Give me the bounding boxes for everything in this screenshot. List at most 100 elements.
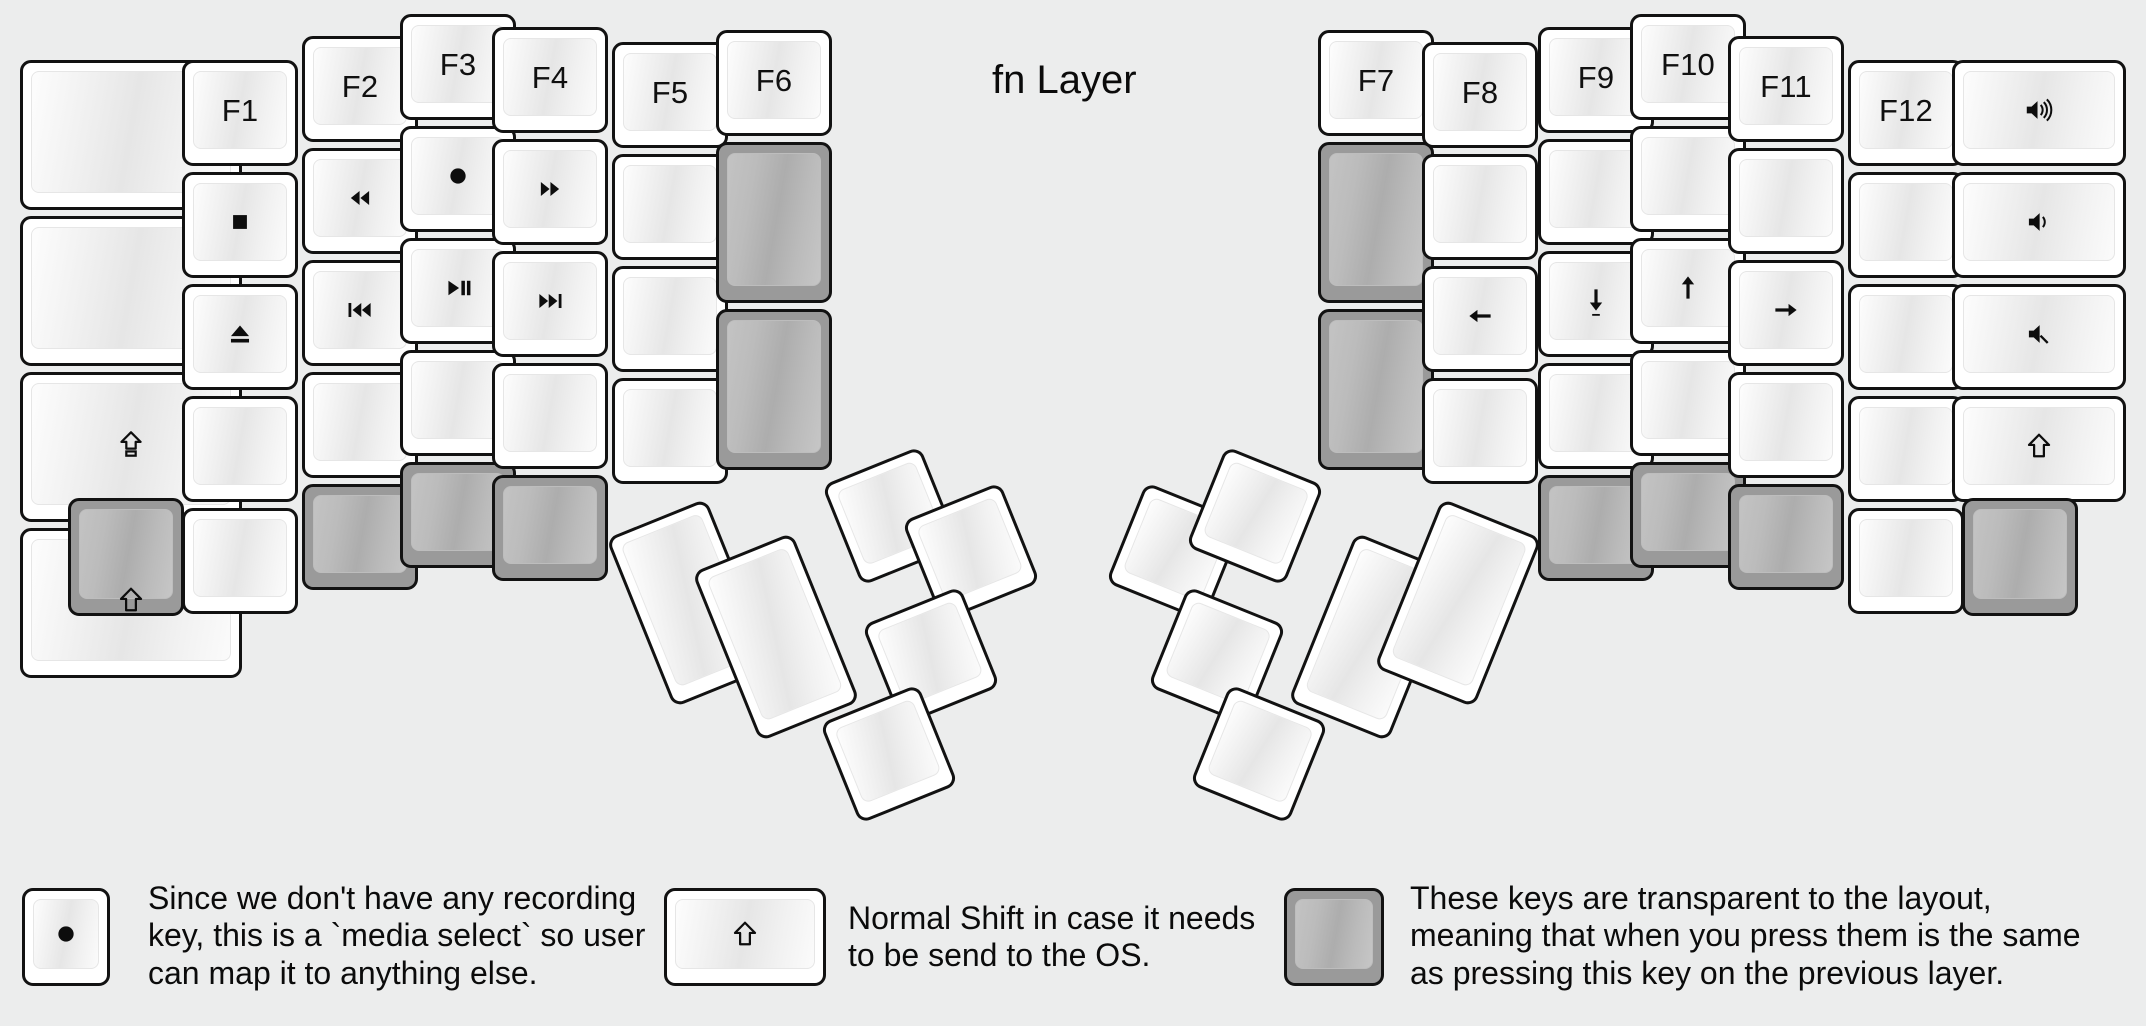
key-f4[interactable]: F4: [492, 27, 608, 133]
key-f12[interactable]: F12: [1848, 60, 1964, 166]
key-blank-col-f4-3[interactable]: [492, 363, 608, 469]
shift-arrow-icon: [667, 891, 823, 983]
key-arrow-left[interactable]: [1422, 266, 1538, 372]
key-blank-col-f5-2[interactable]: [612, 266, 728, 372]
key-legend-text: [185, 511, 295, 611]
key-legend-text: [1851, 287, 1961, 387]
key-legend-text: [1633, 465, 1743, 565]
key-transparent-col-f4-4[interactable]: [492, 475, 608, 581]
key-legend-text: [1633, 129, 1743, 229]
key-blank-col-f10-1[interactable]: [1630, 126, 1746, 232]
key-blank-col-f2-3[interactable]: [302, 372, 418, 478]
key-next-track[interactable]: [492, 251, 608, 357]
key-arrow-up[interactable]: [1630, 238, 1746, 344]
key-blank-col-f1-3[interactable]: [182, 396, 298, 502]
key-shift-arrow[interactable]: [1952, 396, 2126, 502]
key-eject[interactable]: [182, 284, 298, 390]
key-blank-col-f1-4[interactable]: [182, 508, 298, 614]
legend-note-text-3: These keys are transparent to the layout…: [1410, 880, 2081, 991]
key-legend-text: F7: [1357, 62, 1395, 98]
key-transparent-col-f7-2[interactable]: [1318, 309, 1434, 470]
key-legend-text: [185, 399, 295, 499]
key-legend-text: [305, 375, 415, 475]
key-blank-col-f5-3[interactable]: [612, 378, 728, 484]
key-f7[interactable]: F7: [1318, 30, 1434, 136]
key-blank-col-f11-3[interactable]: [1728, 372, 1844, 478]
next-track-icon: [495, 254, 605, 354]
rewind-icon: [305, 151, 415, 251]
key-blank-col-f12-3[interactable]: [1848, 396, 1964, 502]
key-legend-text: [1851, 175, 1961, 275]
volume-up-icon: [1955, 63, 2123, 163]
key-legend-text: F6: [755, 62, 793, 98]
previous-track-icon: [305, 263, 415, 363]
key-legend-text: [719, 312, 829, 467]
key-legend-text: [71, 501, 181, 613]
key-rewind[interactable]: [302, 148, 418, 254]
key-legend-text: [1731, 487, 1841, 587]
key-f1[interactable]: F1: [182, 60, 298, 166]
key-volume-up[interactable]: [1952, 60, 2126, 166]
key-transparent-col-f6-2[interactable]: [716, 309, 832, 470]
key-stop-square[interactable]: [182, 172, 298, 278]
legend-sample-key-2: [664, 888, 826, 986]
thumb-r-6[interactable]: [1373, 498, 1543, 708]
key-f6[interactable]: F6: [716, 30, 832, 136]
legend-note-text-2: Normal Shift in case it needs to be send…: [848, 900, 1256, 974]
key-blank-col-f8-3[interactable]: [1422, 378, 1538, 484]
key-transparent-col-f6-1[interactable]: [716, 142, 832, 303]
key-transparent-col-f11-4[interactable]: [1728, 484, 1844, 590]
thumb-l-2[interactable]: [691, 532, 861, 742]
fast-forward-icon: [495, 142, 605, 242]
key-transparent-col-f2-4[interactable]: [302, 484, 418, 590]
key-legend-text: [305, 487, 415, 587]
key-legend-text: [615, 381, 725, 481]
key-legend-text: [1378, 502, 1539, 703]
key-previous-track[interactable]: [302, 260, 418, 366]
key-transparent-col-outer-right-x[interactable]: [1962, 498, 2078, 616]
key-blank-col-f12-2[interactable]: [1848, 284, 1964, 390]
key-legend-text: [1425, 381, 1535, 481]
key-legend-text: [1633, 353, 1743, 453]
key-arrow-right[interactable]: [1728, 260, 1844, 366]
key-legend-text: F11: [1760, 68, 1812, 104]
legend-note-2: Normal Shift in case it needs to be send…: [664, 888, 1255, 986]
key-blank-col-f8-1[interactable]: [1422, 154, 1538, 260]
key-legend-text: [495, 366, 605, 466]
key-f5[interactable]: F5: [612, 42, 728, 148]
key-blank-col-f11-1[interactable]: [1728, 148, 1844, 254]
key-transparent-col-f10-4[interactable]: [1630, 462, 1746, 568]
key-f11[interactable]: F11: [1728, 36, 1844, 142]
key-legend-text: F8: [1461, 74, 1499, 110]
key-legend-text: F5: [651, 74, 689, 110]
key-legend-text: [1851, 399, 1961, 499]
shift-arrow-icon: [1955, 399, 2123, 499]
key-legend-text: F2: [341, 68, 379, 104]
legend-sample-key-3: [1284, 888, 1384, 986]
key-volume-down[interactable]: [1952, 172, 2126, 278]
key-f2[interactable]: F2: [302, 36, 418, 142]
key-legend-text: [615, 269, 725, 369]
key-volume-mute[interactable]: [1952, 284, 2126, 390]
keycap-surface: [1295, 899, 1373, 969]
key-blank-col-f12-4[interactable]: [1848, 508, 1964, 614]
key-legend-text: [1425, 157, 1535, 257]
key-blank-col-f12-1[interactable]: [1848, 172, 1964, 278]
key-transparent-col-outer-left-x[interactable]: [68, 498, 184, 616]
key-legend-text: F4: [531, 59, 569, 95]
key-fast-forward[interactable]: [492, 139, 608, 245]
key-legend-text: F12: [1878, 92, 1934, 128]
key-legend-text: [1321, 312, 1431, 467]
key-blank-col-f10-3[interactable]: [1630, 350, 1746, 456]
key-legend-text: [615, 157, 725, 257]
arrow-left-icon: [1425, 269, 1535, 369]
legend-note-text-1: Since we don't have any recording key, t…: [148, 880, 646, 991]
key-f8[interactable]: F8: [1422, 42, 1538, 148]
legend-note-1: Since we don't have any recording key, t…: [22, 880, 645, 992]
key-legend-text: [719, 145, 829, 300]
volume-down-icon: [1955, 175, 2123, 275]
key-f10[interactable]: F10: [1630, 14, 1746, 120]
key-transparent-col-f7-1[interactable]: [1318, 142, 1434, 303]
key-legend-text: F10: [1660, 46, 1716, 82]
key-blank-col-f5-1[interactable]: [612, 154, 728, 260]
